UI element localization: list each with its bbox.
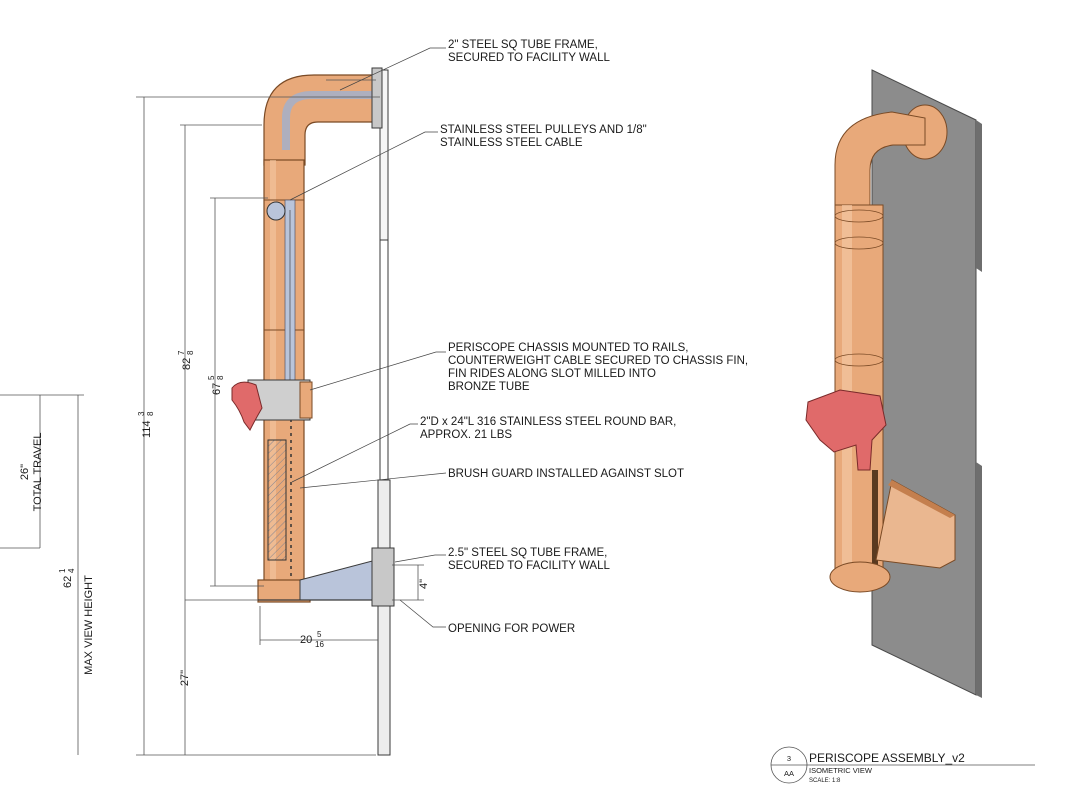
title-view: ISOMETRIC VIEW: [809, 766, 873, 775]
dim-4: 4": [418, 579, 430, 589]
iso-bracket: [875, 479, 956, 569]
dim-82-whole: 82: [181, 358, 193, 370]
dim-67-whole: 67: [211, 383, 223, 395]
callout-chassis-line1: PERISCOPE CHASSIS MOUNTED TO RAILS,: [448, 342, 689, 354]
dim-62-num: 1: [58, 568, 67, 573]
iso-elbow: [834, 111, 926, 211]
callout-bottom-frame-line1: 2.5" STEEL SQ TUBE FRAME,: [448, 547, 607, 559]
dim-82-num: 7: [177, 350, 186, 355]
callout-round-bar-line1: 2"D x 24"L 316 STAINLESS STEEL ROUND BAR…: [420, 416, 676, 428]
callout-chassis-line2: COUNTERWEIGHT CABLE SECURED TO CHASSIS F…: [448, 355, 748, 367]
dim-114-whole: 114: [141, 420, 153, 438]
callout-round-bar-line2: APPROX. 21 LBS: [420, 429, 512, 441]
dim-20-whole: 20: [300, 634, 312, 646]
callout-chassis: PERISCOPE CHASSIS MOUNTED TO RAILS, COUN…: [448, 342, 748, 393]
leaders: [289, 47, 447, 628]
callout-bottom-frame-line2: SECURED TO FACILITY WALL: [448, 560, 611, 572]
handle: [231, 381, 263, 431]
title-sheet: AA: [784, 769, 794, 778]
callout-chassis-line3: FIN RIDES ALONG SLOT MILLED INTO: [448, 368, 656, 380]
facility-wall-lower: [377, 479, 391, 756]
dim-20: 20 5 16: [300, 630, 324, 649]
periscope-elbow: [263, 74, 379, 166]
dim-62: 62 1 4: [58, 568, 76, 588]
dim-82-den: 8: [186, 350, 195, 355]
dim-26: 26": [19, 464, 31, 480]
isometric-view: [805, 69, 982, 698]
callout-pulleys-line2: STAINLESS STEEL CABLE: [440, 137, 583, 149]
dim-67-den: 8: [216, 375, 225, 380]
iso-handle: [805, 389, 887, 471]
dim-67: 67 5 8: [207, 375, 225, 395]
title-text: PERISCOPE ASSEMBLY_v2: [809, 751, 965, 765]
callout-round-bar: 2"D x 24"L 316 STAINLESS STEEL ROUND BAR…: [420, 416, 676, 441]
callout-power-line1: OPENING FOR POWER: [448, 623, 575, 635]
title-scale: SCALE: 1:8: [809, 778, 841, 784]
dim-62-whole: 62: [62, 576, 74, 588]
dim-114: 114 3 8: [137, 411, 155, 438]
callout-brush-guard-line1: BRUSH GUARD INSTALLED AGAINST SLOT: [448, 468, 684, 480]
callout-power: OPENING FOR POWER: [448, 623, 575, 635]
callout-bottom-frame: 2.5" STEEL SQ TUBE FRAME, SECURED TO FAC…: [448, 547, 611, 572]
dim-62-den: 4: [67, 568, 76, 573]
dim-27: 27": [179, 670, 191, 686]
callout-pulleys: STAINLESS STEEL PULLEYS AND 1/8" STAINLE…: [440, 124, 647, 149]
dim-20-den: 16: [315, 640, 324, 649]
dim-114-den: 8: [146, 411, 155, 416]
callout-pulleys-line1: STAINLESS STEEL PULLEYS AND 1/8": [440, 124, 647, 136]
bottom-bracket: [299, 559, 377, 601]
dim-114-num: 3: [137, 411, 146, 416]
callout-top-frame-line1: 2" STEEL SQ TUBE FRAME,: [448, 39, 598, 51]
callout-top-frame: 2" STEEL SQ TUBE FRAME, SECURED TO FACIL…: [448, 39, 611, 64]
dim-67-num: 5: [207, 375, 216, 380]
dimensions: [0, 96, 424, 756]
dim-82: 82 7 8: [177, 350, 195, 370]
counterweight-bar: [267, 439, 287, 561]
title-block: 3 AA PERISCOPE ASSEMBLY_v2 ISOMETRIC VIE…: [770, 746, 1035, 784]
dim-62-label: MAX VIEW HEIGHT: [83, 575, 95, 675]
callout-top-frame-line2: SECURED TO FACILITY WALL: [448, 52, 611, 64]
callout-brush-guard: BRUSH GUARD INSTALLED AGAINST SLOT: [448, 468, 684, 480]
pulley: [266, 201, 286, 221]
section-view: [231, 67, 395, 756]
dim-20-num: 5: [317, 630, 322, 639]
callout-chassis-line4: BRONZE TUBE: [448, 381, 530, 393]
iso-wall-panel: [871, 69, 977, 696]
title-number: 3: [787, 754, 791, 763]
dim-26-label: TOTAL TRAVEL: [32, 433, 44, 512]
